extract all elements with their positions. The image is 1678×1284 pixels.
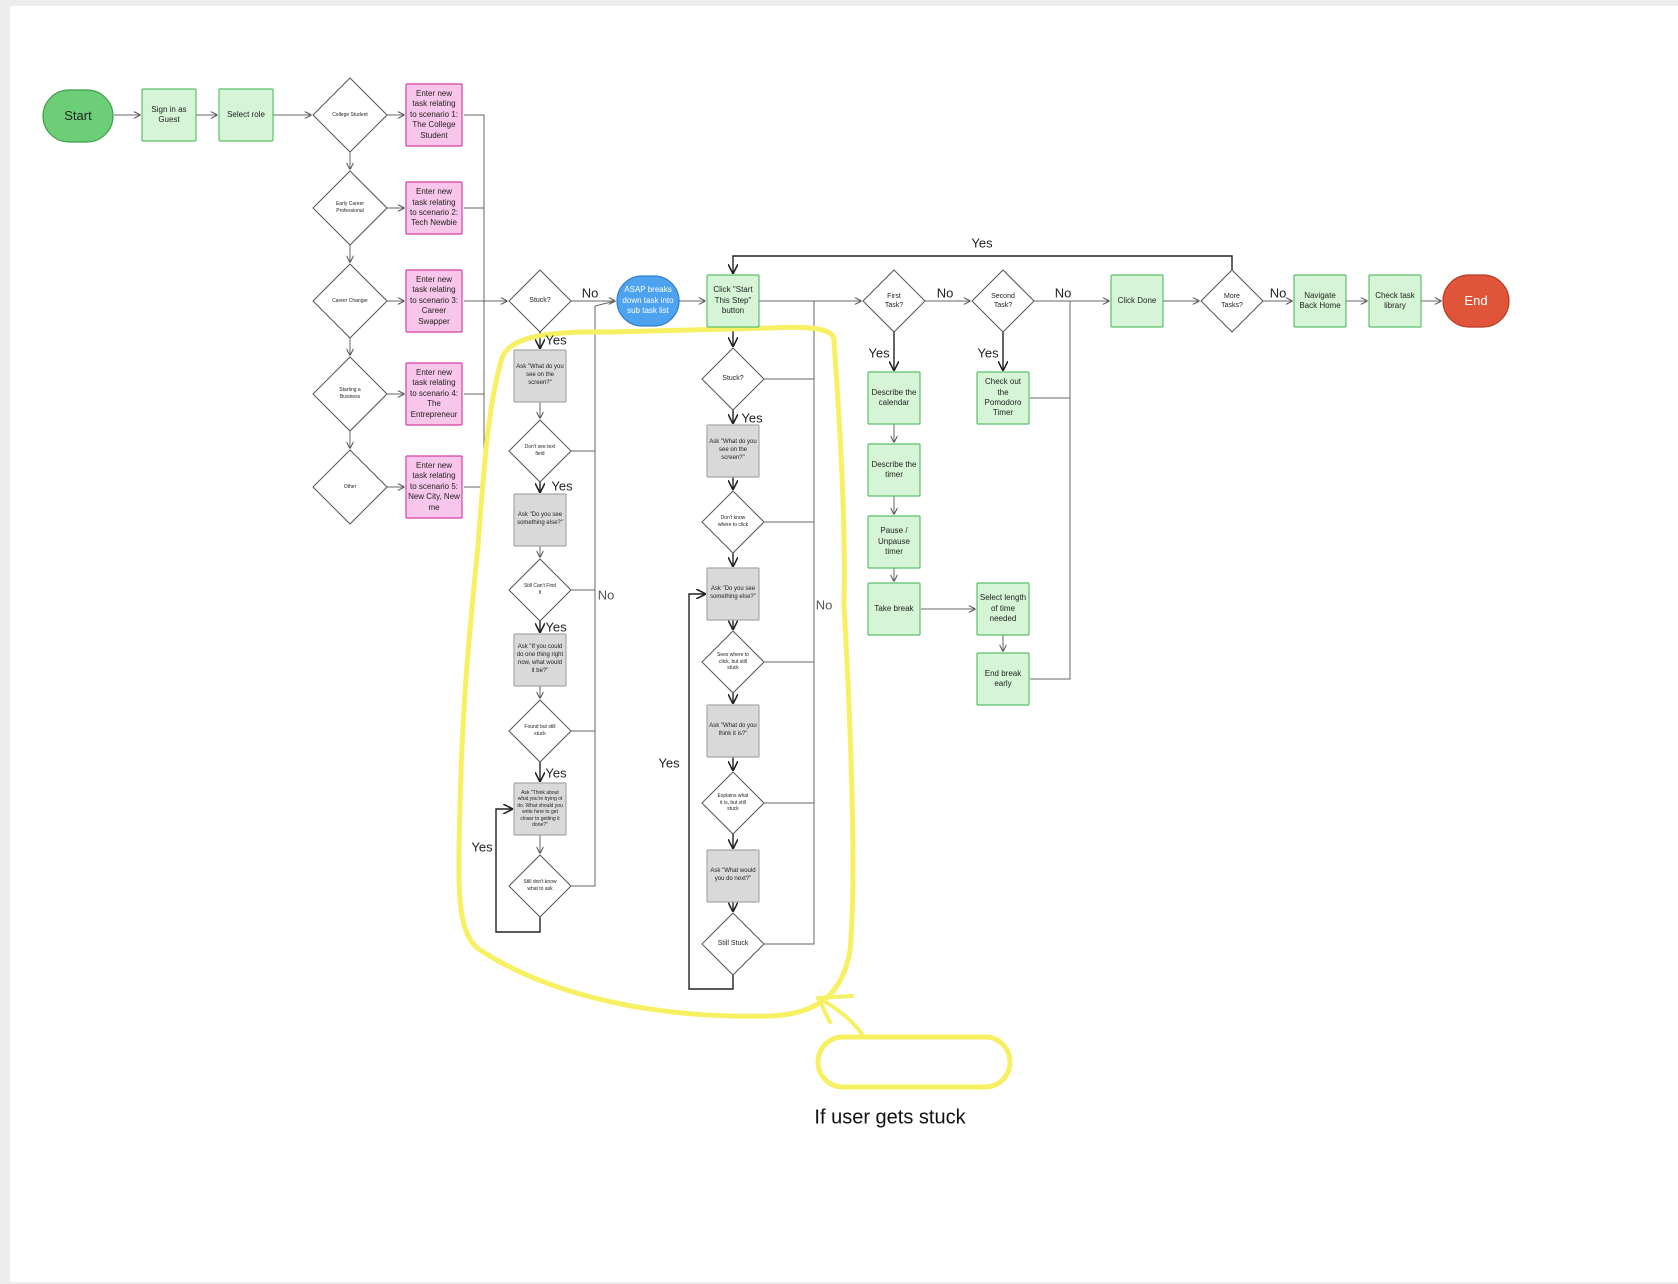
edge-label-yes-mid-loop: Yes xyxy=(658,755,680,771)
decision-node xyxy=(312,356,388,432)
node-shapes xyxy=(42,77,1510,976)
edge-label-yes-first: Yes xyxy=(868,345,890,361)
connector xyxy=(764,301,815,804)
process-node xyxy=(976,582,1030,636)
flowchart xyxy=(42,77,1510,1090)
left-loop-connector xyxy=(495,809,541,933)
process-node xyxy=(867,515,921,569)
process-node xyxy=(513,633,567,687)
edge-label-yes-more: Yes xyxy=(971,235,993,251)
process-node xyxy=(706,274,760,328)
process-node xyxy=(706,849,760,903)
decision-node xyxy=(312,77,388,153)
highlight-loop xyxy=(456,324,856,1019)
process-node xyxy=(616,275,680,327)
edge-label-no-left: No xyxy=(597,587,615,603)
connector xyxy=(464,207,485,301)
decision-node xyxy=(701,912,765,976)
edge-label-yes-ld3: Yes xyxy=(545,765,567,781)
decision-node xyxy=(312,449,388,525)
edge-label-yes-stuck1: Yes xyxy=(545,332,567,348)
connector xyxy=(764,301,815,380)
terminal-node xyxy=(1442,274,1510,328)
highlight-note-outline xyxy=(815,1034,1013,1090)
process-node xyxy=(218,88,274,142)
process-node xyxy=(405,269,463,333)
process-node xyxy=(976,371,1030,425)
edge-label-no-first: No xyxy=(936,285,954,301)
process-node xyxy=(706,424,760,478)
process-node xyxy=(867,443,921,497)
connector xyxy=(571,391,596,591)
terminal-node xyxy=(42,89,114,143)
process-node xyxy=(405,181,463,235)
edge-label-yes-ld4: Yes xyxy=(471,839,493,855)
connector xyxy=(1030,301,1071,399)
edge-label-yes-ld1: Yes xyxy=(551,478,573,494)
process-node xyxy=(405,362,463,426)
connector xyxy=(594,300,616,391)
highlight-arrow xyxy=(816,994,864,1036)
process-node xyxy=(867,582,921,636)
decision-node xyxy=(508,854,572,918)
edge-label-no-more: No xyxy=(1269,285,1287,301)
connector-lines xyxy=(114,115,1441,990)
connector xyxy=(1030,301,1071,680)
connector xyxy=(464,301,485,395)
edge-label-yes-ld2: Yes xyxy=(545,619,567,635)
process-node xyxy=(405,455,463,519)
process-node xyxy=(1293,274,1347,328)
annotation-note: If user gets stuck xyxy=(814,1106,966,1129)
process-node xyxy=(706,567,760,621)
mid-loop-connector xyxy=(688,594,734,990)
decision-node xyxy=(508,699,572,763)
edge-label-no-mid: No xyxy=(815,597,833,613)
yes-loop-connector xyxy=(733,255,1233,273)
edge-label-no-second: No xyxy=(1054,285,1072,301)
decision-node xyxy=(312,263,388,339)
process-node xyxy=(867,371,921,425)
process-node xyxy=(706,704,760,758)
connector xyxy=(571,391,596,887)
connector xyxy=(764,301,815,945)
decision-node xyxy=(701,347,765,411)
process-node xyxy=(141,88,197,142)
decision-node xyxy=(508,558,572,622)
decision-node xyxy=(971,269,1035,333)
decision-node xyxy=(701,490,765,554)
decision-node xyxy=(508,419,572,483)
process-node xyxy=(513,349,567,403)
decision-node xyxy=(701,771,765,835)
decision-node xyxy=(312,170,388,246)
decision-node xyxy=(1200,269,1264,333)
process-node xyxy=(513,782,567,836)
stuck-highlight xyxy=(456,324,1013,1090)
edge-label-yes-mstuck: Yes xyxy=(741,410,763,426)
edge-label-no-stuck1: No xyxy=(581,285,599,301)
decision-node xyxy=(862,269,926,333)
process-node xyxy=(1110,274,1164,328)
decision-node xyxy=(701,630,765,694)
connector xyxy=(764,301,815,523)
process-node xyxy=(1368,274,1422,328)
process-node xyxy=(976,652,1030,706)
process-node xyxy=(513,493,567,547)
connector xyxy=(571,391,596,452)
connector xyxy=(764,301,815,663)
edge-label-yes-second: Yes xyxy=(977,345,999,361)
decision-node xyxy=(508,269,572,333)
connector xyxy=(571,391,596,732)
process-node xyxy=(405,83,463,147)
